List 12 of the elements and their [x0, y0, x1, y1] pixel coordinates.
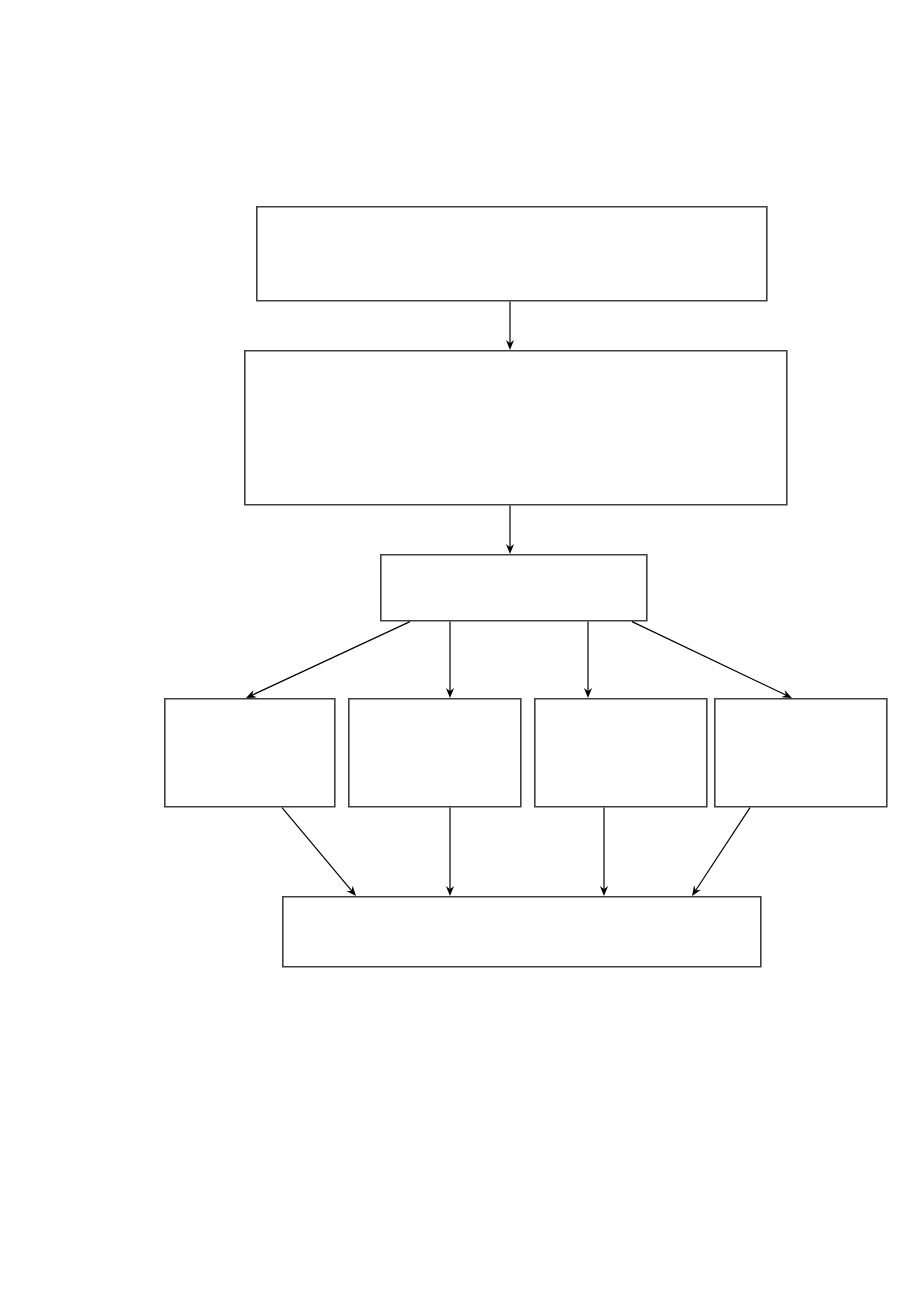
process-box: [282, 896, 762, 968]
process-box: [534, 698, 708, 808]
arrow: [246, 621, 411, 698]
arrow: [692, 807, 751, 896]
arrow: [631, 621, 792, 698]
process-box: [256, 206, 768, 302]
process-box: [244, 350, 788, 506]
process-box: [380, 554, 648, 622]
arrow: [281, 807, 356, 896]
process-box: [164, 698, 336, 808]
process-box: [714, 698, 888, 808]
process-box: [348, 698, 522, 808]
